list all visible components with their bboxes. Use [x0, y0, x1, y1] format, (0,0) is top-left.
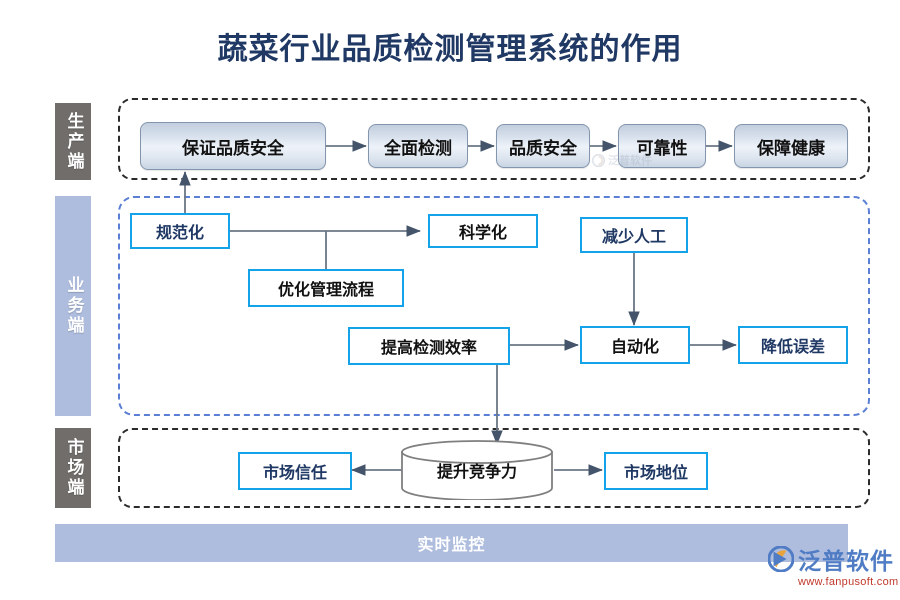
flow-box-business-3[interactable]: 优化管理流程	[248, 269, 404, 307]
flow-box-business-0[interactable]: 规范化	[130, 213, 230, 249]
flow-box-label: 市场地位	[623, 465, 688, 482]
flow-box-business-5[interactable]: 自动化	[580, 326, 690, 364]
flow-box-label: 保障健康	[757, 138, 825, 158]
brand-logo-text: 泛普软件	[798, 548, 894, 574]
flow-box-label: 科学化	[458, 225, 507, 242]
flow-box-business-2[interactable]: 减少人工	[580, 217, 688, 253]
brand-swirl-icon	[768, 546, 794, 572]
flow-box-label: 规范化	[155, 225, 204, 242]
flow-box-market-0[interactable]: 市场信任	[238, 452, 352, 490]
bottom-status-bar-label: 实时监控	[417, 537, 486, 554]
flow-box-label: 优化管理流程	[277, 282, 374, 299]
flow-box-production-0[interactable]: 保证品质安全	[140, 122, 326, 170]
cylinder-shape-icon	[401, 440, 553, 500]
flow-box-label: 可靠性	[636, 138, 688, 158]
flow-box-market-2[interactable]: 市场地位	[604, 452, 708, 490]
band-label-business-text: 业务端	[64, 276, 84, 336]
brand-logo: 泛普软件 www.fanpusoft.com	[768, 542, 898, 588]
flow-cylinder-label: 提升竞争力	[436, 464, 517, 481]
watermark-logo-icon	[592, 153, 605, 167]
watermark-faint: 泛普软件	[592, 152, 652, 168]
watermark-faint-text: 泛普软件	[608, 155, 652, 167]
flow-box-business-1[interactable]: 科学化	[428, 214, 538, 248]
flow-box-production-2[interactable]: 品质安全	[496, 124, 590, 168]
bottom-status-bar: 实时监控	[55, 524, 848, 562]
brand-logo-url: www.fanpusoft.com	[798, 576, 899, 588]
flow-box-label: 降低误差	[760, 339, 825, 356]
flow-box-production-4[interactable]: 保障健康	[734, 124, 848, 168]
band-label-market: 市场端	[55, 428, 91, 508]
page-title: 蔬菜行业品质检测管理系统的作用	[217, 33, 683, 66]
flow-box-label: 保证品质安全	[182, 138, 284, 158]
flow-box-business-4[interactable]: 提高检测效率	[348, 327, 510, 365]
production-section-frame	[118, 98, 870, 180]
business-section-frame	[118, 196, 870, 416]
flow-box-production-3[interactable]: 可靠性	[618, 124, 706, 168]
flow-cylinder-market-competitiveness[interactable]: 提升竞争力	[400, 440, 554, 500]
band-label-production-text: 生产端	[64, 111, 84, 172]
band-label-business: 业务端	[55, 196, 91, 416]
band-label-market-text: 市场端	[64, 438, 84, 498]
flow-box-label: 提高检测效率	[380, 340, 477, 357]
flow-box-label: 市场信任	[262, 465, 327, 482]
brand-logo-row: 泛普软件	[768, 542, 894, 576]
flow-box-production-1[interactable]: 全面检测	[368, 124, 468, 168]
flow-box-business-6[interactable]: 降低误差	[738, 326, 848, 364]
flow-box-label: 自动化	[610, 339, 659, 356]
market-section-frame	[118, 428, 870, 508]
flow-box-label: 品质安全	[509, 138, 577, 158]
flow-box-label: 减少人工	[601, 229, 666, 246]
band-label-production: 生产端	[55, 103, 91, 180]
flow-box-label: 全面检测	[384, 138, 452, 158]
